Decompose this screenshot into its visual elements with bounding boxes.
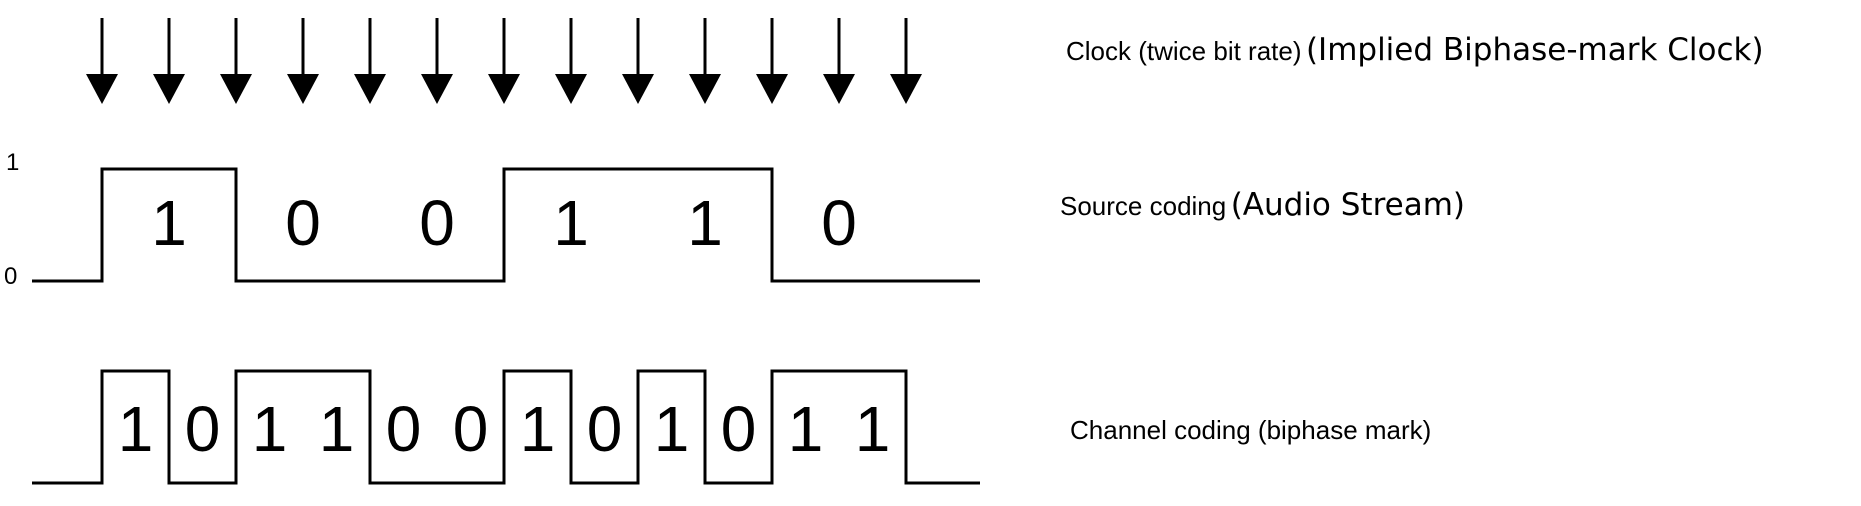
channel-bit-label: 1 [788,393,824,465]
channel-label: Channel coding (biphase mark) [1070,415,1432,445]
source-label: Source coding (Audio Stream) [1060,187,1465,223]
channel-bit-label: 1 [654,393,690,465]
channel-bit-label: 0 [721,393,757,465]
clock-arrow-icon [354,18,386,104]
axis-low-label: 0 [4,263,17,290]
clock-arrow-icon [823,18,855,104]
source-line [32,167,980,283]
clock-arrow-icon [622,18,654,104]
source-bit-label: 1 [553,187,589,259]
channel-bit-label: 1 [855,393,891,465]
clock-arrow-icon [287,18,319,104]
clock-arrow-icon [890,18,922,104]
source-bit-label: 0 [419,187,455,259]
channel-bit-label: 1 [319,393,355,465]
source-label-text: Source coding [1060,191,1227,221]
clock-arrow-icon [555,18,587,104]
source-label-note: (Audio Stream) [1230,187,1466,223]
source-bit-label: 1 [151,187,187,259]
channel-line [32,369,980,485]
clock-arrow-icon [421,18,453,104]
source-coding-waveform: 1 0 1 0 0 1 1 0 [4,149,980,290]
clock-arrow-icon [220,18,252,104]
clock-arrow-icon [86,18,118,104]
clock-arrow-icon [756,18,788,104]
channel-bit-label: 1 [520,393,556,465]
clock-arrow-icon [689,18,721,104]
channel-bit-label: 1 [118,393,154,465]
clock-label-text: Clock (twice bit rate) [1066,36,1302,66]
clock-arrow-icon [488,18,520,104]
channel-bit-label: 1 [252,393,288,465]
clock-label: Clock (twice bit rate) (Implied Biphase-… [1066,32,1764,68]
channel-bit-label: 0 [185,393,221,465]
clock-label-note: (Implied Biphase-mark Clock) [1305,32,1764,68]
channel-bit-label: 0 [386,393,422,465]
source-bit-label: 0 [821,187,857,259]
channel-bit-label: 0 [587,393,623,465]
channel-bit-label: 0 [453,393,489,465]
clock-arrow-icon [153,18,185,104]
clock-arrows [86,18,922,104]
axis-high-label: 1 [6,149,19,176]
source-bit-label: 0 [285,187,321,259]
source-bit-label: 1 [687,187,723,259]
